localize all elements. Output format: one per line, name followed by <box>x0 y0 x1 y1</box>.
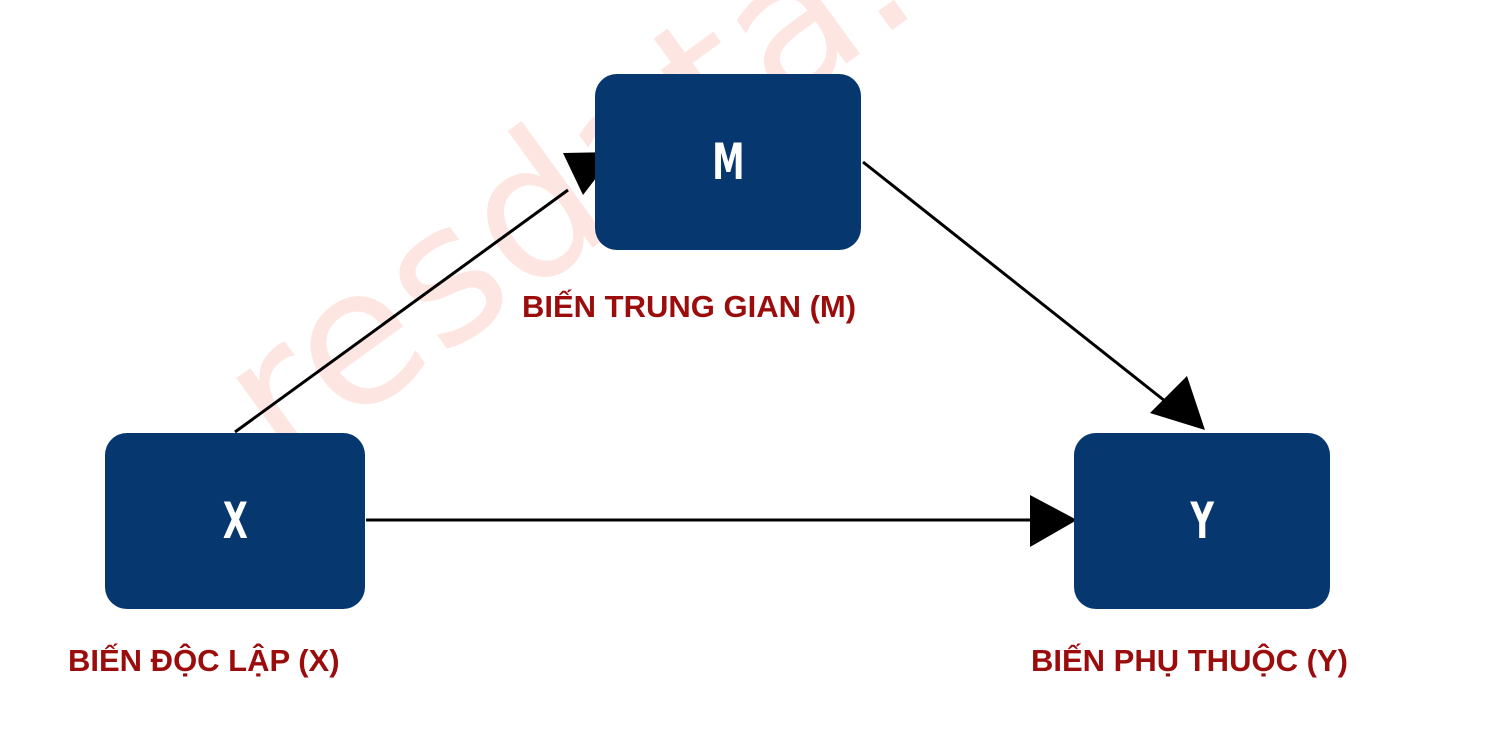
node-mediator: M <box>595 74 861 250</box>
arrowhead-x-to-y <box>1030 495 1077 547</box>
node-dependent-letter: Y <box>1190 492 1214 550</box>
node-mediator-letter: M <box>711 133 745 191</box>
node-independent: X <box>105 433 365 609</box>
label-mediator: BIẾN TRUNG GIAN (M) <box>522 289 857 324</box>
label-independent: BIẾN ĐỘC LẬP (X) <box>68 643 340 678</box>
arrow-x-to-m <box>234 188 569 434</box>
node-independent-letter: X <box>222 492 248 550</box>
arrowhead-m-to-y <box>1150 376 1205 430</box>
label-dependent: BIẾN PHỤ THUỘC (Y) <box>1031 643 1348 678</box>
node-dependent: Y <box>1074 433 1330 609</box>
arrow-m-to-y <box>862 160 1171 407</box>
